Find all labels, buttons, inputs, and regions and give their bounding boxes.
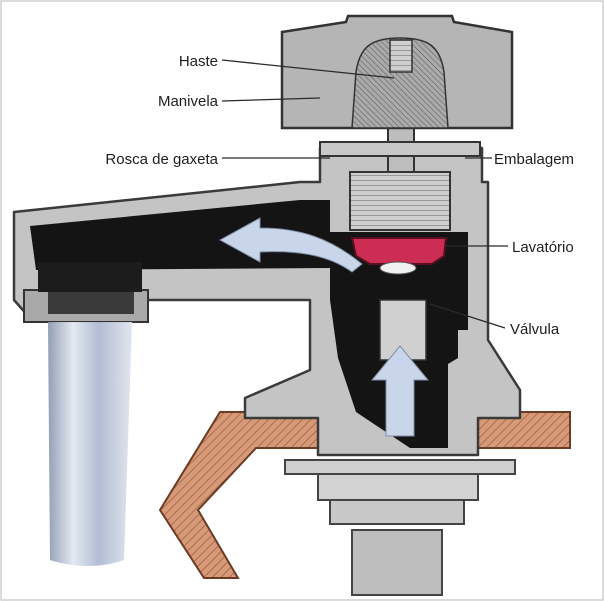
label-lavatorio: Lavatório (512, 239, 574, 256)
supply-pipe (284, 459, 516, 596)
label-embalagem: Embalagem (494, 151, 574, 168)
flow-arrow-up (370, 345, 430, 437)
leader-lines (221, 59, 508, 329)
label-rosca-de-gaxeta: Rosca de gaxeta (105, 151, 218, 168)
water-stream (48, 322, 132, 566)
label-valvula: Válvula (510, 321, 560, 338)
flow-arrow-left (218, 217, 363, 273)
valvula-leader (429, 303, 506, 329)
packing-nut-thread (349, 171, 451, 231)
label-haste: Haste (179, 53, 218, 70)
haste-leader (221, 59, 395, 79)
packing (319, 141, 481, 157)
handle (280, 14, 514, 130)
label-manivela: Manivela (158, 93, 219, 110)
washer (350, 237, 448, 275)
manivela-leader (221, 97, 321, 102)
